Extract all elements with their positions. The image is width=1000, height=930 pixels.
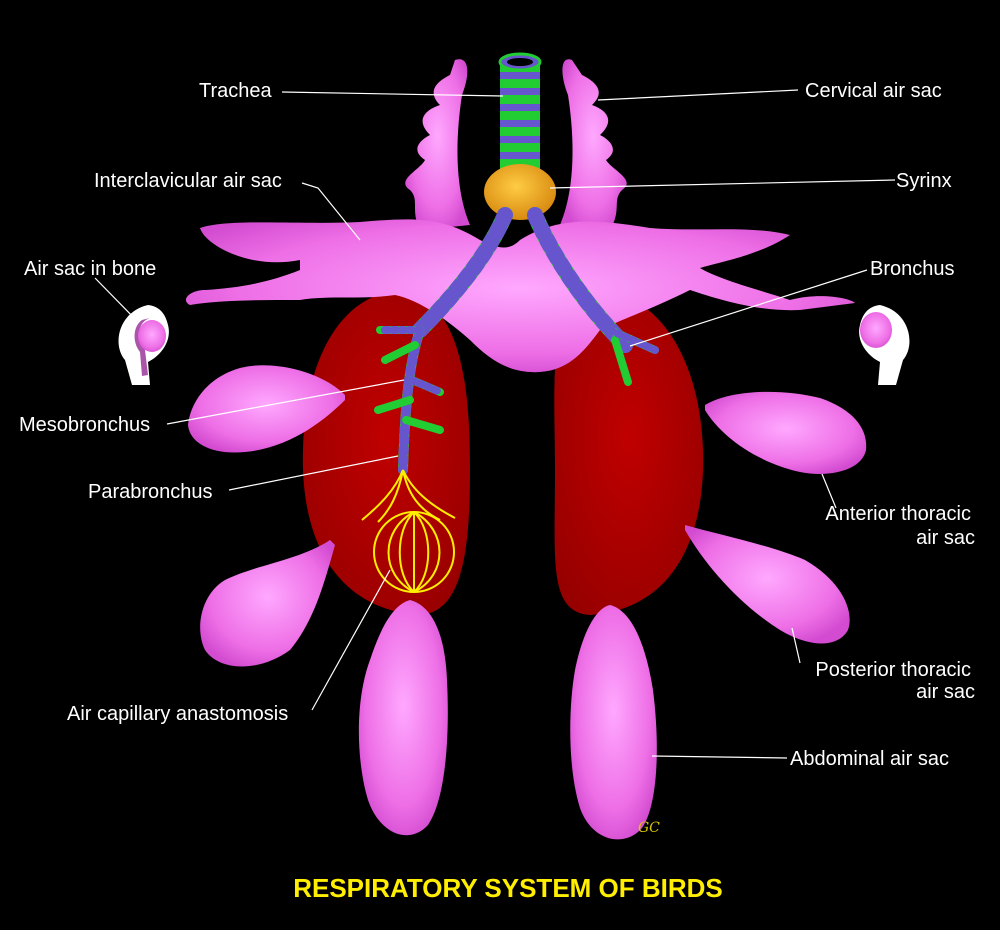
label-air-sac-in-bone: Air sac in bone: [24, 258, 156, 280]
left-lung: [302, 290, 470, 615]
label-posterior-thoracic-2: air sac: [916, 681, 975, 703]
label-interclavicular-air-sac: Interclavicular air sac: [94, 170, 282, 192]
label-mesobronchus: Mesobronchus: [19, 414, 150, 436]
diagram-title: RESPIRATORY SYSTEM OF BIRDS: [293, 873, 723, 903]
right-anterior-thoracic-air-sac: [705, 391, 867, 474]
leader-lines: [94, 89, 896, 759]
right-cervical-air-sac: [560, 59, 627, 230]
left-anterior-thoracic-air-sac: [188, 365, 345, 453]
artist-signature: GC: [638, 820, 660, 836]
syrinx: [484, 164, 556, 220]
label-parabronchus: Parabronchus: [88, 481, 213, 503]
label-syrinx: Syrinx: [896, 170, 952, 192]
air-capillary-anastomosis: [361, 469, 456, 593]
label-air-capillary-anastomosis: Air capillary anastomosis: [67, 703, 288, 725]
label-abdominal-air-sac: Abdominal air sac: [790, 748, 949, 770]
label-anterior-thoracic-2: air sac: [916, 527, 975, 549]
label-bronchus: Bronchus: [870, 258, 955, 280]
right-lung: [554, 290, 704, 615]
right-posterior-thoracic-air-sac: [685, 525, 850, 644]
label-anterior-thoracic-1: Anterior thoracic: [825, 503, 971, 525]
trachea: [498, 52, 542, 170]
label-posterior-thoracic-1: Posterior thoracic: [815, 659, 971, 681]
interclavicular-air-sac: [185, 219, 856, 373]
right-abdominal-air-sac: [570, 605, 657, 840]
right-bone-air-sac: [859, 305, 910, 385]
left-abdominal-air-sac: [358, 600, 448, 836]
left-bone-air-sac: [118, 305, 169, 385]
label-trachea: Trachea: [199, 80, 273, 102]
left-cervical-air-sac: [405, 59, 470, 230]
label-cervical-air-sac: Cervical air sac: [805, 80, 942, 102]
left-posterior-thoracic-air-sac: [200, 540, 335, 667]
air-sacs: [185, 59, 867, 840]
bronchi: [374, 207, 659, 475]
